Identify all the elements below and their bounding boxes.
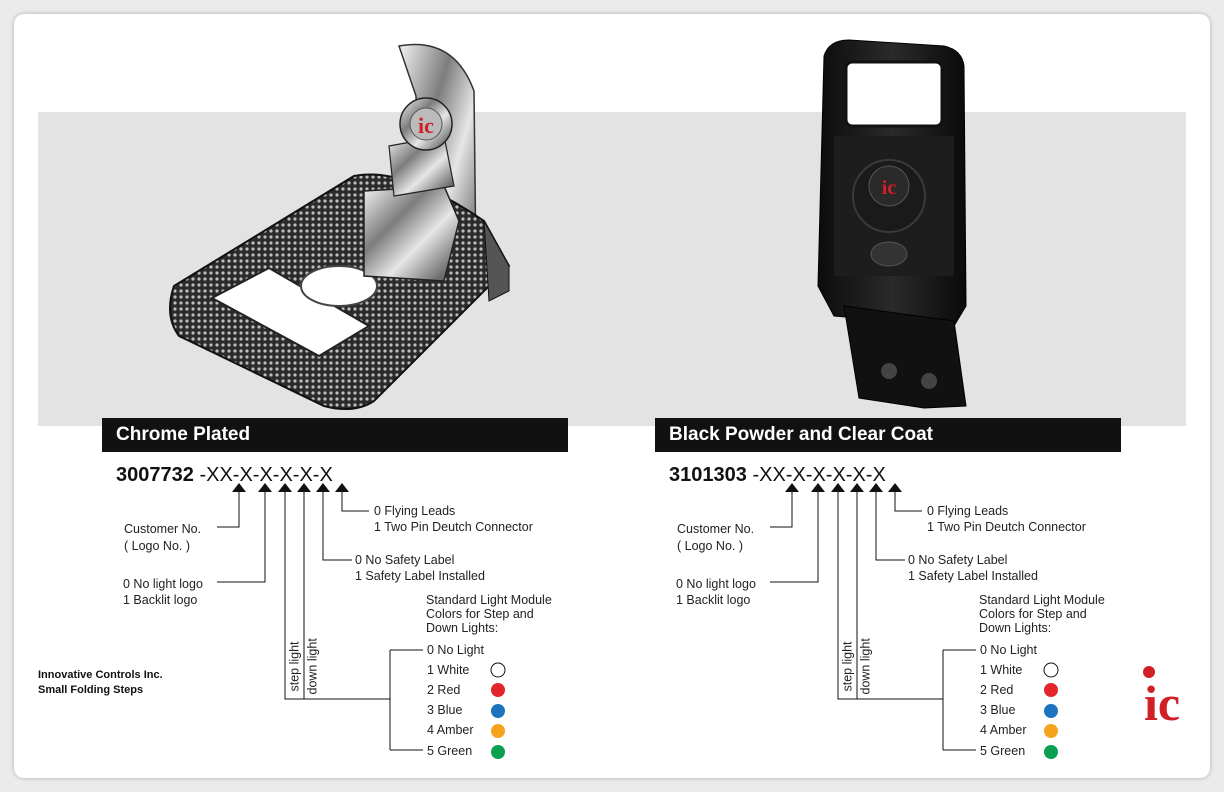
swatch-green-right: [1044, 745, 1058, 759]
svg-text:ic: ic: [418, 113, 434, 138]
chrome-color-2: 2 Red: [427, 683, 461, 697]
black-module-2: Down Lights:: [979, 621, 1052, 635]
swatch-white-left: [490, 662, 506, 678]
black-step-image: ic: [817, 39, 967, 409]
chrome-step-image: ic: [169, 43, 511, 411]
chrome-color-0: 0 No Light: [427, 643, 484, 657]
swatch-green-left: [491, 745, 505, 759]
black-customer-0: Customer No.: [677, 522, 755, 536]
chrome-safety-0: 0 No Safety Label: [355, 553, 455, 567]
chrome-color-5: 5 Green: [427, 744, 473, 758]
chrome-step-light-label: step light: [287, 641, 302, 692]
black-customer-1: ( Logo No. ): [677, 539, 744, 553]
black-color-0: 0 No Light: [980, 643, 1037, 657]
black-connector-0: 0 Flying Leads: [927, 504, 1009, 518]
company-logo: ic: [1143, 666, 1180, 724]
black-part-suffix: -XX-X-X-X-X-X: [752, 464, 886, 486]
chrome-logo-light-0: 0 No light logo: [123, 577, 203, 591]
chrome-logo-light-1: 1 Backlit logo: [123, 593, 198, 607]
chrome-module-0: Standard Light Module: [426, 593, 552, 607]
black-color-4: 4 Amber: [980, 723, 1027, 737]
chrome-customer-0: Customer No.: [124, 522, 202, 536]
chrome-module-2: Down Lights:: [426, 621, 499, 635]
black-color-1: 1 White: [980, 663, 1023, 677]
chrome-title-bar: Chrome Plated: [102, 418, 568, 452]
black-part-number: 3101303 -XX-X-X-X-X-X: [669, 464, 886, 487]
black-part-base: 3101303: [669, 464, 747, 486]
chrome-diagram-lines: [217, 483, 1059, 759]
black-title-bar: Black Powder and Clear Coat: [655, 418, 1121, 452]
black-logo-light-0: 0 No light logo: [676, 577, 756, 591]
chrome-connector-1: 1 Two Pin Deutch Connector: [374, 520, 533, 534]
black-module-1: Colors for Step and: [979, 607, 1087, 621]
swatch-blue-right: [1044, 704, 1058, 718]
black-safety-0: 0 No Safety Label: [908, 553, 1008, 567]
chrome-part-suffix: -XX-X-X-X-X-X: [199, 464, 333, 486]
black-color-2: 2 Red: [980, 683, 1014, 697]
spec-sheet: ic ic Chrome Plated Black Powder and Cle…: [14, 14, 1210, 778]
black-module-0: Standard Light Module: [979, 593, 1105, 607]
black-logo-light-1: 1 Backlit logo: [676, 593, 751, 607]
chrome-module-1: Colors for Step and: [426, 607, 534, 621]
svg-text:ic: ic: [882, 177, 897, 199]
logo-text: ic: [1144, 675, 1180, 724]
chrome-color-3: 3 Blue: [427, 703, 463, 717]
black-connector-1: 1 Two Pin Deutch Connector: [927, 520, 1086, 534]
chrome-down-light-label: down light: [305, 638, 320, 695]
product-line: Small Folding Steps: [38, 684, 144, 696]
swatch-amber-left: [491, 724, 505, 738]
chrome-customer-1: ( Logo No. ): [124, 539, 191, 553]
chrome-color-1: 1 White: [427, 663, 470, 677]
chrome-part-number: 3007732 -XX-X-X-X-X-X: [116, 464, 333, 487]
black-color-5: 5 Green: [980, 744, 1026, 758]
swatch-red-right: [1044, 683, 1058, 697]
black-step-light-label: step light: [840, 641, 855, 692]
chrome-safety-1: 1 Safety Label Installed: [355, 569, 485, 583]
chrome-color-4: 4 Amber: [427, 723, 474, 737]
swatch-blue-left: [491, 704, 505, 718]
chrome-part-base: 3007732: [116, 464, 194, 486]
swatch-red-left: [491, 683, 505, 697]
chrome-connector-0: 0 Flying Leads: [374, 504, 456, 518]
company-name: Innovative Controls Inc.: [38, 669, 163, 681]
swatch-white-right: [1043, 662, 1059, 678]
black-down-light-label: down light: [858, 638, 873, 695]
black-color-3: 3 Blue: [980, 703, 1016, 717]
swatch-amber-right: [1044, 724, 1058, 738]
black-safety-1: 1 Safety Label Installed: [908, 569, 1038, 583]
